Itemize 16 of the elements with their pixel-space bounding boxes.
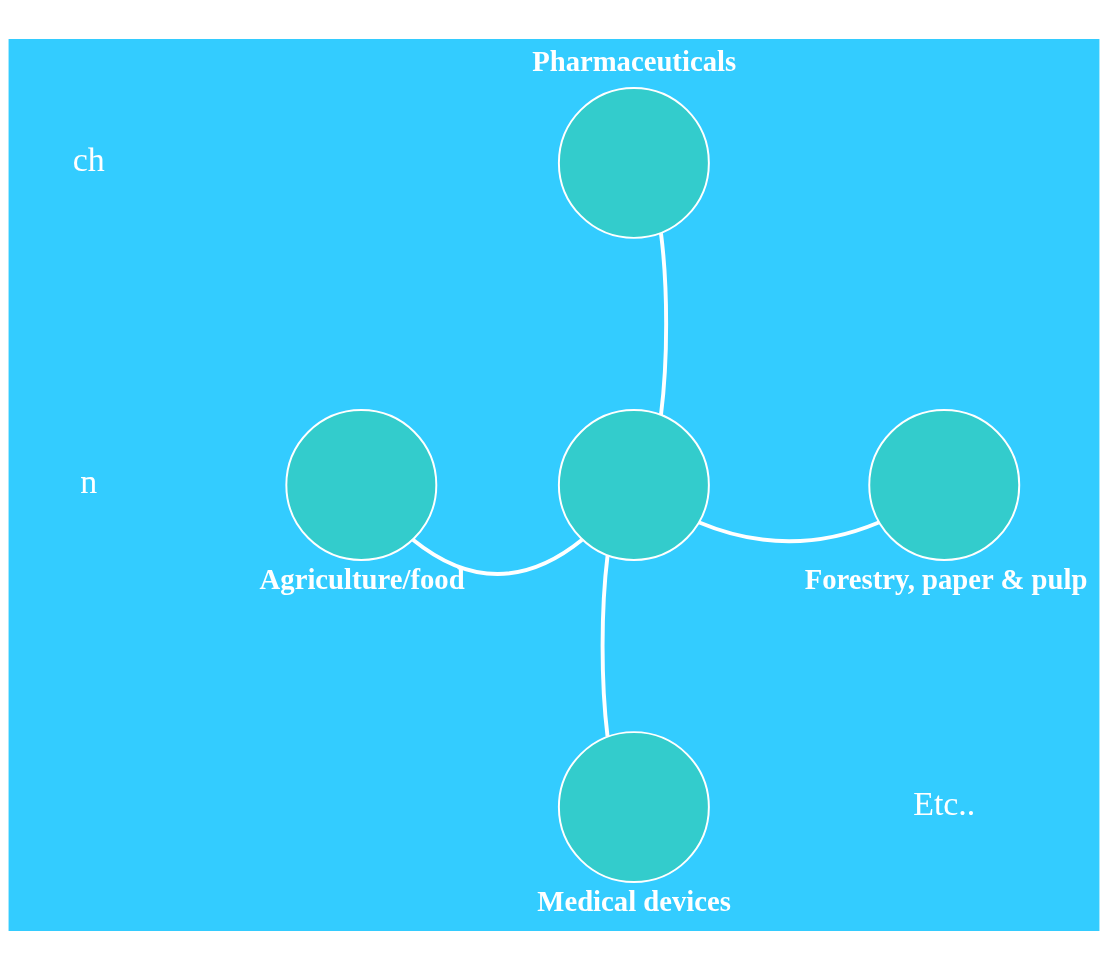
connector [600,555,610,737]
node-label: Forestry, paper & pulp [804,562,1088,595]
node-circle [557,86,710,239]
label: n [80,463,98,501]
connector [659,232,669,416]
node-label: Agriculture/food [259,562,465,595]
node-circle [557,409,710,561]
connector [698,520,880,544]
node-label: Medical devices [537,884,731,917]
node-circle [868,409,1021,561]
node-label: Pharmaceuticals [532,45,737,78]
connector [411,538,584,576]
label: ch [72,141,105,179]
node-circle [557,731,710,884]
node-circle [285,409,438,561]
label: Etc.. [913,785,976,823]
